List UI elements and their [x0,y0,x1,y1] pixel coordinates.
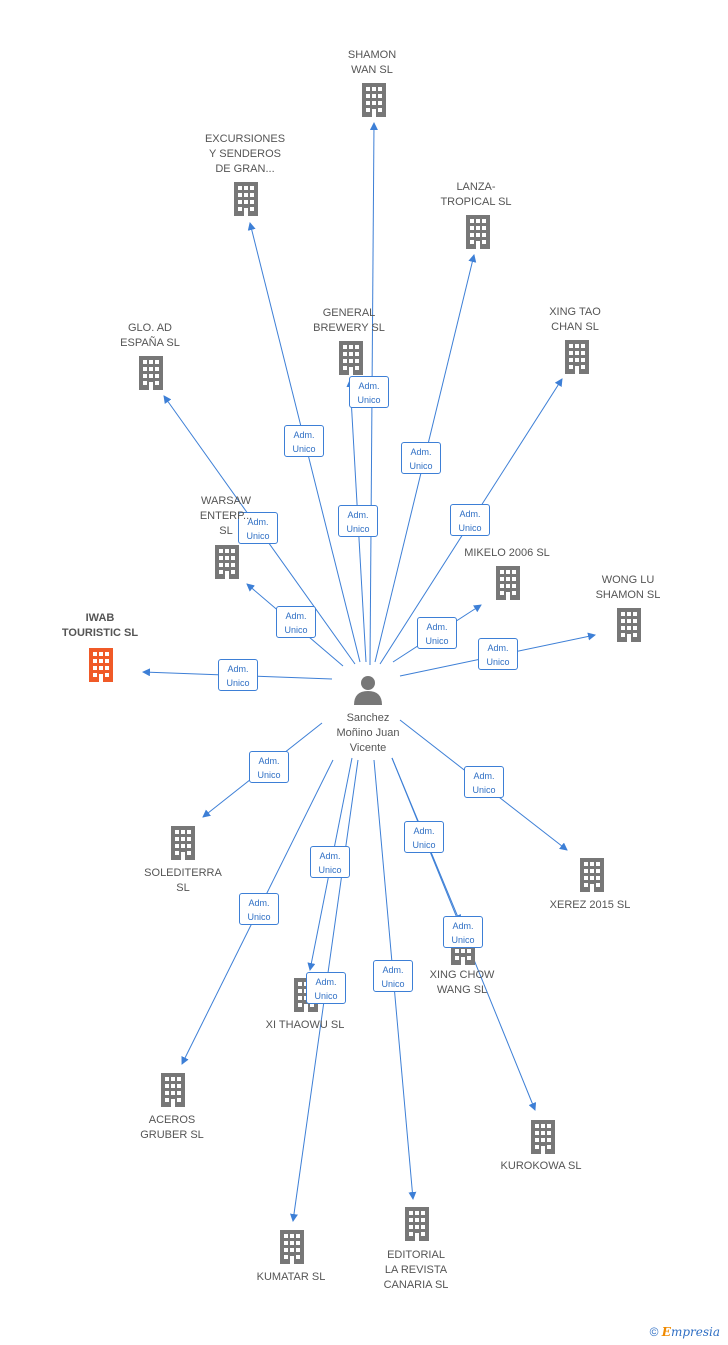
building-icon-lanza[interactable] [466,215,490,249]
company-label-xingtao[interactable]: XING TAO CHAN SL [549,306,601,333]
role-badge-aceros[interactable]: Adm. Unico [239,893,279,925]
company-label-excursiones[interactable]: EXCURSIONES Y SENDEROS DE GRAN... [204,133,286,175]
person-icon[interactable] [354,676,382,705]
building-icon-excursiones[interactable] [234,182,258,216]
role-badge-xingtao[interactable]: Adm. Unico [450,504,490,536]
company-label-glo[interactable]: GLO. AD ESPAÑA SL [120,322,180,349]
building-icon-aceros[interactable] [161,1073,185,1107]
building-icon-glo[interactable] [139,356,163,390]
role-badge-xerez[interactable]: Adm. Unico [464,766,504,798]
copyright-icon: © [649,1325,659,1339]
edges-layer [142,122,596,1222]
building-icon-editorial[interactable] [405,1207,429,1241]
company-label-xingchow[interactable]: XING CHOW WANG SL [429,969,495,996]
role-badge-lanza[interactable]: Adm. Unico [401,442,441,474]
building-icon-warsaw[interactable] [215,545,239,579]
role-badge-kumatar[interactable]: Adm. Unico [306,972,346,1004]
building-icon-kurokowa[interactable] [531,1120,555,1154]
company-label-lanza[interactable]: LANZA- TROPICAL SL [440,181,512,208]
building-icon-general[interactable] [339,341,363,375]
company-label-xithaowu[interactable]: XI THAOWU SL [265,1019,345,1031]
building-icon-kumatar[interactable] [280,1230,304,1264]
role-badge-glo[interactable]: Adm. Unico [238,512,278,544]
company-label-kurokowa[interactable]: KUROKOWA SL [500,1160,582,1172]
company-label-soled[interactable]: SOLEDITERRA SL [144,867,222,894]
role-badge-xingchow[interactable]: Adm. Unico [404,821,444,853]
footer-brand: © Empresia [650,1325,720,1339]
building-icon-xingtao[interactable] [565,340,589,374]
role-badge-soled[interactable]: Adm. Unico [249,751,289,783]
role-badge-wonglu[interactable]: Adm. Unico [478,638,518,670]
company-label-warsaw[interactable]: WARSAW ENTERP... SL [199,495,253,537]
brand-logo: Empresia [661,1325,720,1339]
building-icon-shamon[interactable] [362,83,386,117]
center-person-name[interactable]: Sanchez Moñino Juan Vicente [336,712,400,754]
role-badge-general[interactable]: Adm. Unico [338,505,378,537]
role-badge-mikelo[interactable]: Adm. Unico [417,617,457,649]
building-icon-mikelo[interactable] [496,566,520,600]
company-label-mikelo[interactable]: MIKELO 2006 SL [464,547,550,559]
role-badge-editorial[interactable]: Adm. Unico [373,960,413,992]
company-label-iwab[interactable]: IWAB TOURISTIC SL [61,612,139,639]
building-icon-xerez[interactable] [580,858,604,892]
company-label-wonglu[interactable]: WONG LU SHAMON SL [595,574,661,601]
role-badge-iwab[interactable]: Adm. Unico [218,659,258,691]
company-label-xerez[interactable]: XEREZ 2015 SL [549,899,631,911]
role-badge-warsaw[interactable]: Adm. Unico [276,606,316,638]
company-label-editorial[interactable]: EDITORIAL LA REVISTA CANARIA SL [383,1249,449,1291]
role-badge-excursiones[interactable]: Adm. Unico [284,425,324,457]
icons-layer [89,83,641,1264]
role-badge-kurokowa[interactable]: Adm. Unico [443,916,483,948]
company-label-general[interactable]: GENERAL BREWERY SL [313,307,385,334]
company-label-shamon[interactable]: SHAMON WAN SL [347,49,397,76]
role-badge-xithaowu[interactable]: Adm. Unico [310,846,350,878]
building-icon-soled[interactable] [171,826,195,860]
building-icon-iwab[interactable] [89,648,113,682]
company-label-aceros[interactable]: ACEROS GRUBER SL [140,1114,204,1141]
role-badge-shamon[interactable]: Adm. Unico [349,376,389,408]
building-icon-wonglu[interactable] [617,608,641,642]
company-label-kumatar[interactable]: KUMATAR SL [256,1271,326,1283]
